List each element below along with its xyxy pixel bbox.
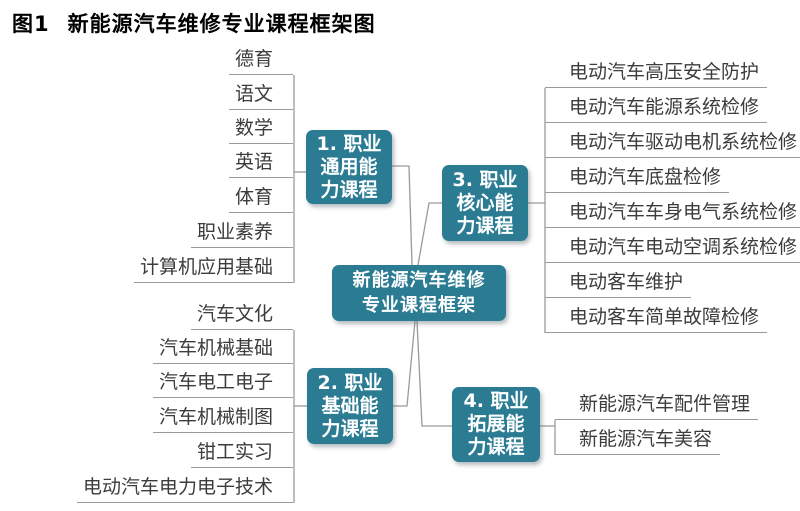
- course-item: 电动客车简单故障检修: [545, 305, 768, 333]
- course-item: 新能源汽车配件管理: [555, 392, 759, 420]
- node-label-line: 力课程: [456, 214, 514, 237]
- node-label-line: 核心能: [456, 191, 514, 214]
- figure-title: 图1 新能源汽车维修专业课程框架图: [12, 8, 376, 38]
- course-item: 数学: [228, 116, 293, 144]
- node-label-line: 4. 职业: [463, 390, 529, 412]
- connector-node2-center: [393, 320, 416, 407]
- connector-node3-center: [417, 202, 442, 266]
- course-item: 电动汽车电动空调系统检修: [545, 235, 800, 263]
- node-label-line: 力课程: [321, 417, 379, 440]
- course-item: 电动汽车驱动电机系统检修: [545, 130, 800, 158]
- course-item: 钳工实习: [190, 440, 293, 468]
- node-label-line: 力课程: [467, 436, 525, 458]
- center-node: 新能源汽车维修 专业课程框架: [332, 265, 506, 321]
- figure-label: 图1: [12, 12, 50, 36]
- course-item: 汽车机械制图: [152, 405, 293, 433]
- category-node-2: 2. 职业 基础能 力课程: [307, 368, 393, 444]
- category-node-3: 3. 职业 核心能 力课程: [442, 165, 528, 241]
- category-node-4: 4. 职业 拓展能 力课程: [452, 387, 540, 462]
- course-item: 电动汽车底盘检修: [545, 165, 730, 193]
- course-item: 电动汽车能源系统检修: [545, 95, 768, 123]
- course-item: 汽车电工电子: [152, 370, 293, 398]
- node-label-line: 力课程: [320, 178, 378, 201]
- node-label-line: 专业课程框架: [362, 295, 476, 316]
- node-label-line: 新能源汽车维修: [352, 270, 486, 291]
- course-item: 计算机应用基础: [133, 255, 293, 283]
- connector-node4-center: [416, 320, 452, 427]
- course-item: 职业素养: [190, 220, 293, 248]
- node-label-line: 拓展能: [467, 413, 525, 435]
- course-item: 语文: [228, 82, 293, 110]
- figure-title-text: 新能源汽车维修专业课程框架图: [67, 12, 376, 36]
- course-item: 汽车文化: [190, 302, 293, 330]
- course-item: 电动客车维护: [545, 270, 692, 298]
- node-label-line: 3. 职业: [452, 168, 518, 191]
- course-item: 英语: [228, 150, 293, 178]
- course-item: 电动汽车高压安全防护: [545, 60, 768, 88]
- course-item: 德育: [228, 47, 293, 75]
- course-item: 汽车机械基础: [152, 336, 293, 364]
- node-label-line: 通用能: [320, 155, 378, 178]
- course-item: 体育: [228, 185, 293, 213]
- node-label-line: 2. 职业: [317, 371, 383, 394]
- category-node-1: 1. 职业 通用能 力课程: [306, 130, 392, 204]
- node-label-line: 基础能: [321, 394, 379, 417]
- course-item: 电动汽车电力电子技术: [76, 475, 293, 503]
- course-item: 电动汽车车身电气系统检修: [545, 200, 800, 228]
- course-item: 新能源汽车美容: [555, 427, 721, 455]
- node-label-line: 1. 职业: [316, 132, 382, 155]
- connector-node1-center: [392, 165, 413, 266]
